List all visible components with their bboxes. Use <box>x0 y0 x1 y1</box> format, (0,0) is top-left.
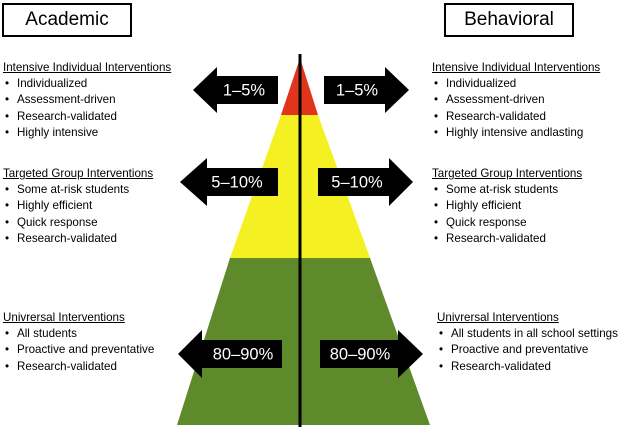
arrow-right-label-tier-2: 5–10% <box>331 173 383 191</box>
list-item: All students <box>3 326 154 342</box>
arrow-right-label-tier-3: 80–90% <box>330 345 391 363</box>
list-item: Research-validated <box>3 109 171 125</box>
academic-tier-1-title: Intensive Individual Interventions <box>3 61 172 74</box>
arrow-left-tier-3 <box>178 330 282 378</box>
list-item: Research-validated <box>432 231 582 247</box>
list-item: Highly intensive andlasting <box>432 125 600 141</box>
behavioral-tier-2-title: Targeted Group Interventions <box>432 167 583 180</box>
arrow-right-tier-3 <box>320 330 423 378</box>
pyramid-tier-bottom <box>177 258 430 425</box>
list-item: Research-validated <box>437 359 618 375</box>
list-item: Proactive and preventative <box>3 342 154 358</box>
arrow-left-label-tier-2: 5–10% <box>211 173 263 191</box>
behavioral-header: Behavioral <box>444 3 574 37</box>
list-item: Individualized <box>432 76 600 92</box>
arrow-left-label-tier-3: 80–90% <box>213 345 274 363</box>
behavioral-tier-1-list: Individualized Assessment-driven Researc… <box>432 76 600 141</box>
list-item: Research-validated <box>432 109 600 125</box>
list-item: Some at-risk students <box>3 182 153 198</box>
list-item: Quick response <box>3 215 153 231</box>
behavioral-tier-3-panel: Univrersal Interventions All students in… <box>437 310 618 375</box>
arrow-right-tier-2 <box>318 158 413 206</box>
list-item: Quick response <box>432 215 582 231</box>
list-item: Some at-risk students <box>432 182 582 198</box>
arrow-left-tier-2 <box>180 158 278 206</box>
behavioral-tier-2-panel: Targeted Group Interventions Some at-ris… <box>432 166 582 247</box>
behavioral-tier-3-title: Univrersal Interventions <box>437 311 559 324</box>
behavioral-tier-1-title: Intensive Individual Interventions <box>432 61 601 74</box>
academic-tier-1-list: Individualized Assessment-driven Researc… <box>3 76 171 141</box>
list-item: Proactive and preventative <box>437 342 618 358</box>
list-item: Individualized <box>3 76 171 92</box>
list-item: Assessment-driven <box>3 92 171 108</box>
behavioral-tier-2-list: Some at-risk students Highly efficient Q… <box>432 182 582 247</box>
list-item: Highly efficient <box>3 198 153 214</box>
arrow-right-label-tier-1: 1–5% <box>336 81 379 99</box>
arrow-left-label-tier-1: 1–5% <box>223 81 266 99</box>
behavioral-tier-1-panel: Intensive Individual Interventions Indiv… <box>432 60 600 141</box>
academic-tier-3-panel: Univrersal Interventions All students Pr… <box>3 310 154 375</box>
list-item: Research-validated <box>3 231 153 247</box>
behavioral-tier-3-list: All students in all school settings Proa… <box>437 326 618 375</box>
academic-header: Academic <box>2 3 132 37</box>
arrow-left-tier-1 <box>193 67 278 113</box>
arrow-right-tier-1 <box>324 67 409 113</box>
academic-tier-2-title: Targeted Group Interventions <box>3 167 154 180</box>
list-item: Research-validated <box>3 359 154 375</box>
list-item: Highly intensive <box>3 125 171 141</box>
list-item: Highly efficient <box>432 198 582 214</box>
academic-tier-3-title: Univrersal Interventions <box>3 311 125 324</box>
academic-tier-1-panel: Intensive Individual Interventions Indiv… <box>3 60 171 141</box>
academic-tier-3-list: All students Proactive and preventative … <box>3 326 154 375</box>
list-item: All students in all school settings <box>437 326 618 342</box>
academic-tier-2-panel: Targeted Group Interventions Some at-ris… <box>3 166 153 247</box>
list-item: Assessment-driven <box>432 92 600 108</box>
academic-tier-2-list: Some at-risk students Highly efficient Q… <box>3 182 153 247</box>
